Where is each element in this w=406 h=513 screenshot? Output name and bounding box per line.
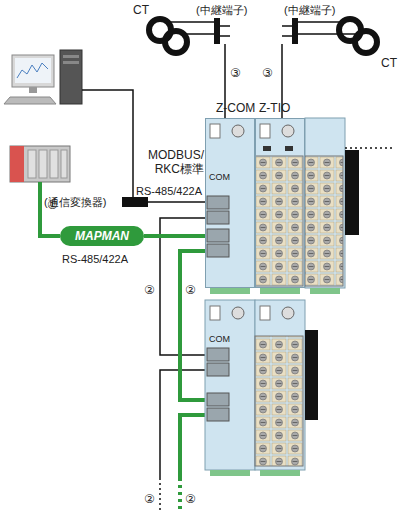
callout-number: ① xyxy=(47,198,58,212)
protocol-label: MODBUS/ RKC標準 xyxy=(138,148,204,176)
callout-number: ③ xyxy=(262,66,273,80)
chain-wire-dotted xyxy=(159,478,161,513)
port-label: COM xyxy=(209,332,230,346)
interface-label: RS-485/422A xyxy=(62,252,128,266)
plc-icon xyxy=(10,146,70,182)
chain-wire xyxy=(160,218,205,355)
chain-wire-green-dotted xyxy=(178,478,182,513)
callout-number: ② xyxy=(143,492,156,506)
ztio-module-box: Z-TIO xyxy=(255,118,305,288)
rs485-wire xyxy=(82,90,133,198)
chain-wire-green xyxy=(180,415,205,478)
interface-label: RS-485/422A xyxy=(136,184,202,198)
terminal-label: (中継端子) xyxy=(196,3,247,17)
ct-label: CT xyxy=(381,56,397,70)
callout-number: ② xyxy=(143,283,156,297)
rs485-wire xyxy=(148,201,205,203)
callout-number: ② xyxy=(184,283,197,297)
zcom-module-box: Z-COM xyxy=(205,118,255,288)
mapman-wire xyxy=(40,182,60,236)
callout-number: ② xyxy=(184,492,197,506)
zcom-module xyxy=(205,118,255,294)
port-label: COM xyxy=(209,170,230,184)
ct-sensor xyxy=(282,18,377,118)
converter-box xyxy=(122,197,148,207)
module-name: Z-COM xyxy=(216,101,255,115)
protocol-name: MAPMAN xyxy=(75,229,129,243)
module-name: Z-TIO xyxy=(259,101,290,115)
terminal-label: (中継端子) xyxy=(284,3,335,17)
chain-wire xyxy=(160,370,205,478)
callout-number: ③ xyxy=(230,66,241,80)
zcom-module-lower xyxy=(205,300,318,476)
protocol-pill: MAPMAN xyxy=(60,226,144,246)
ct-label: CT xyxy=(133,3,149,17)
chain-wire-green xyxy=(180,251,205,400)
mapman-connector xyxy=(144,234,205,238)
ztio-module xyxy=(255,118,395,294)
pc-icon xyxy=(4,50,82,104)
